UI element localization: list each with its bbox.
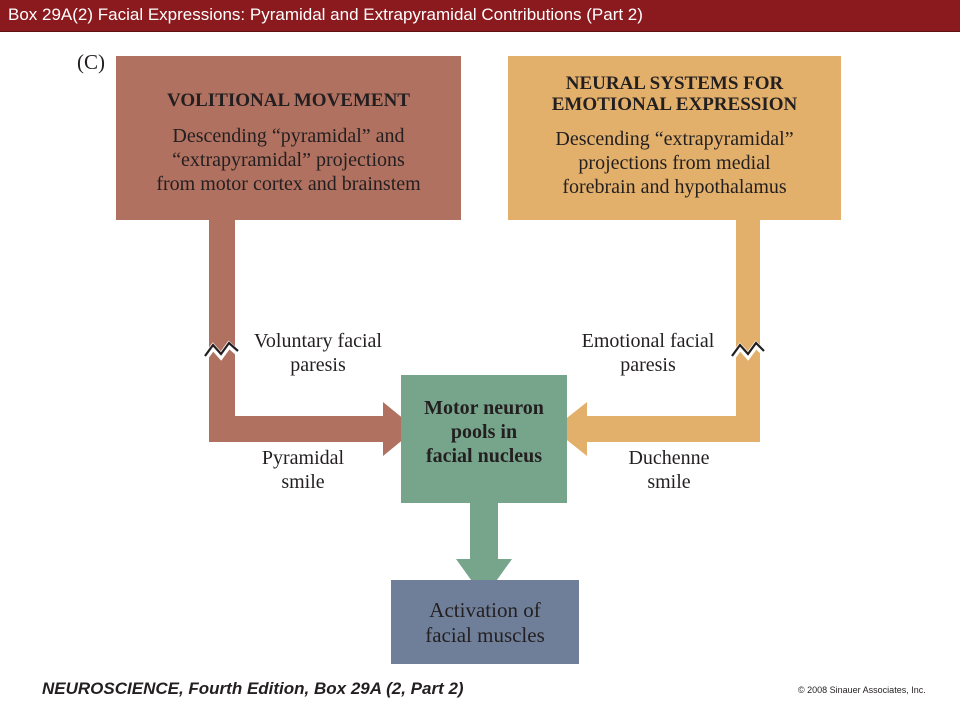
emotional-body-line: Descending “extrapyramidal” (555, 128, 794, 150)
emotional-expression-box: NEURAL SYSTEMS FOR EMOTIONAL EXPRESSION … (508, 56, 841, 220)
lesion-break-left-icon (202, 340, 240, 361)
voluntary-paresis-label: Voluntary facial paresis (232, 329, 404, 377)
label-line: Emotional facial (581, 330, 715, 352)
motor-neuron-line: pools in (450, 421, 518, 443)
motor-neuron-line: facial nucleus (425, 445, 543, 467)
label-line: smile (647, 471, 691, 493)
label-line: paresis (290, 354, 346, 376)
activation-line: facial muscles (425, 623, 545, 647)
volitional-body-line: “extrapyramidal” projections (172, 149, 405, 171)
activation-box: Activation of facial muscles (391, 580, 579, 664)
pyramidal-smile-label: Pyramidal smile (242, 446, 364, 494)
lesion-break-right-icon (729, 340, 767, 361)
footer-title: NEUROSCIENCE, Fourth Edition, Box 29A (2… (42, 679, 464, 698)
label-line: paresis (620, 354, 676, 376)
copyright-notice: © 2008 Sinauer Associates, Inc. (798, 685, 926, 695)
pyramidal-pathway-arrow (209, 216, 416, 456)
label-line: Voluntary facial (254, 330, 382, 352)
extrapyramidal-pathway-arrow (553, 216, 760, 456)
emotional-expression-title: EMOTIONAL EXPRESSION (551, 94, 798, 115)
motor-neuron-box: Motor neuron pools in facial nucleus (401, 375, 567, 503)
label-line: Pyramidal (261, 447, 345, 469)
volitional-body-line: from motor cortex and brainstem (156, 173, 421, 195)
volitional-movement-title: VOLITIONAL MOVEMENT (167, 90, 410, 111)
motor-neuron-line: Motor neuron (424, 397, 544, 419)
slide-title: Box 29A(2) Facial Expressions: Pyramidal… (8, 5, 643, 24)
emotional-body-line: forebrain and hypothalamus (562, 176, 787, 198)
label-line: smile (281, 471, 325, 493)
panel-label: (C) (77, 50, 105, 74)
emotional-body-line: projections from medial (578, 152, 771, 174)
activation-line: Activation of (429, 598, 541, 622)
emotional-expression-title: NEURAL SYSTEMS FOR (565, 73, 784, 94)
slide-header: Box 29A(2) Facial Expressions: Pyramidal… (0, 0, 960, 32)
output-arrow (456, 502, 512, 598)
duchenne-smile-label: Duchenne smile (606, 446, 732, 494)
volitional-body-line: Descending “pyramidal” and (172, 125, 405, 147)
label-line: Duchenne (628, 447, 710, 469)
emotional-paresis-label: Emotional facial paresis (560, 329, 736, 377)
volitional-movement-box: VOLITIONAL MOVEMENT Descending “pyramida… (116, 56, 461, 220)
